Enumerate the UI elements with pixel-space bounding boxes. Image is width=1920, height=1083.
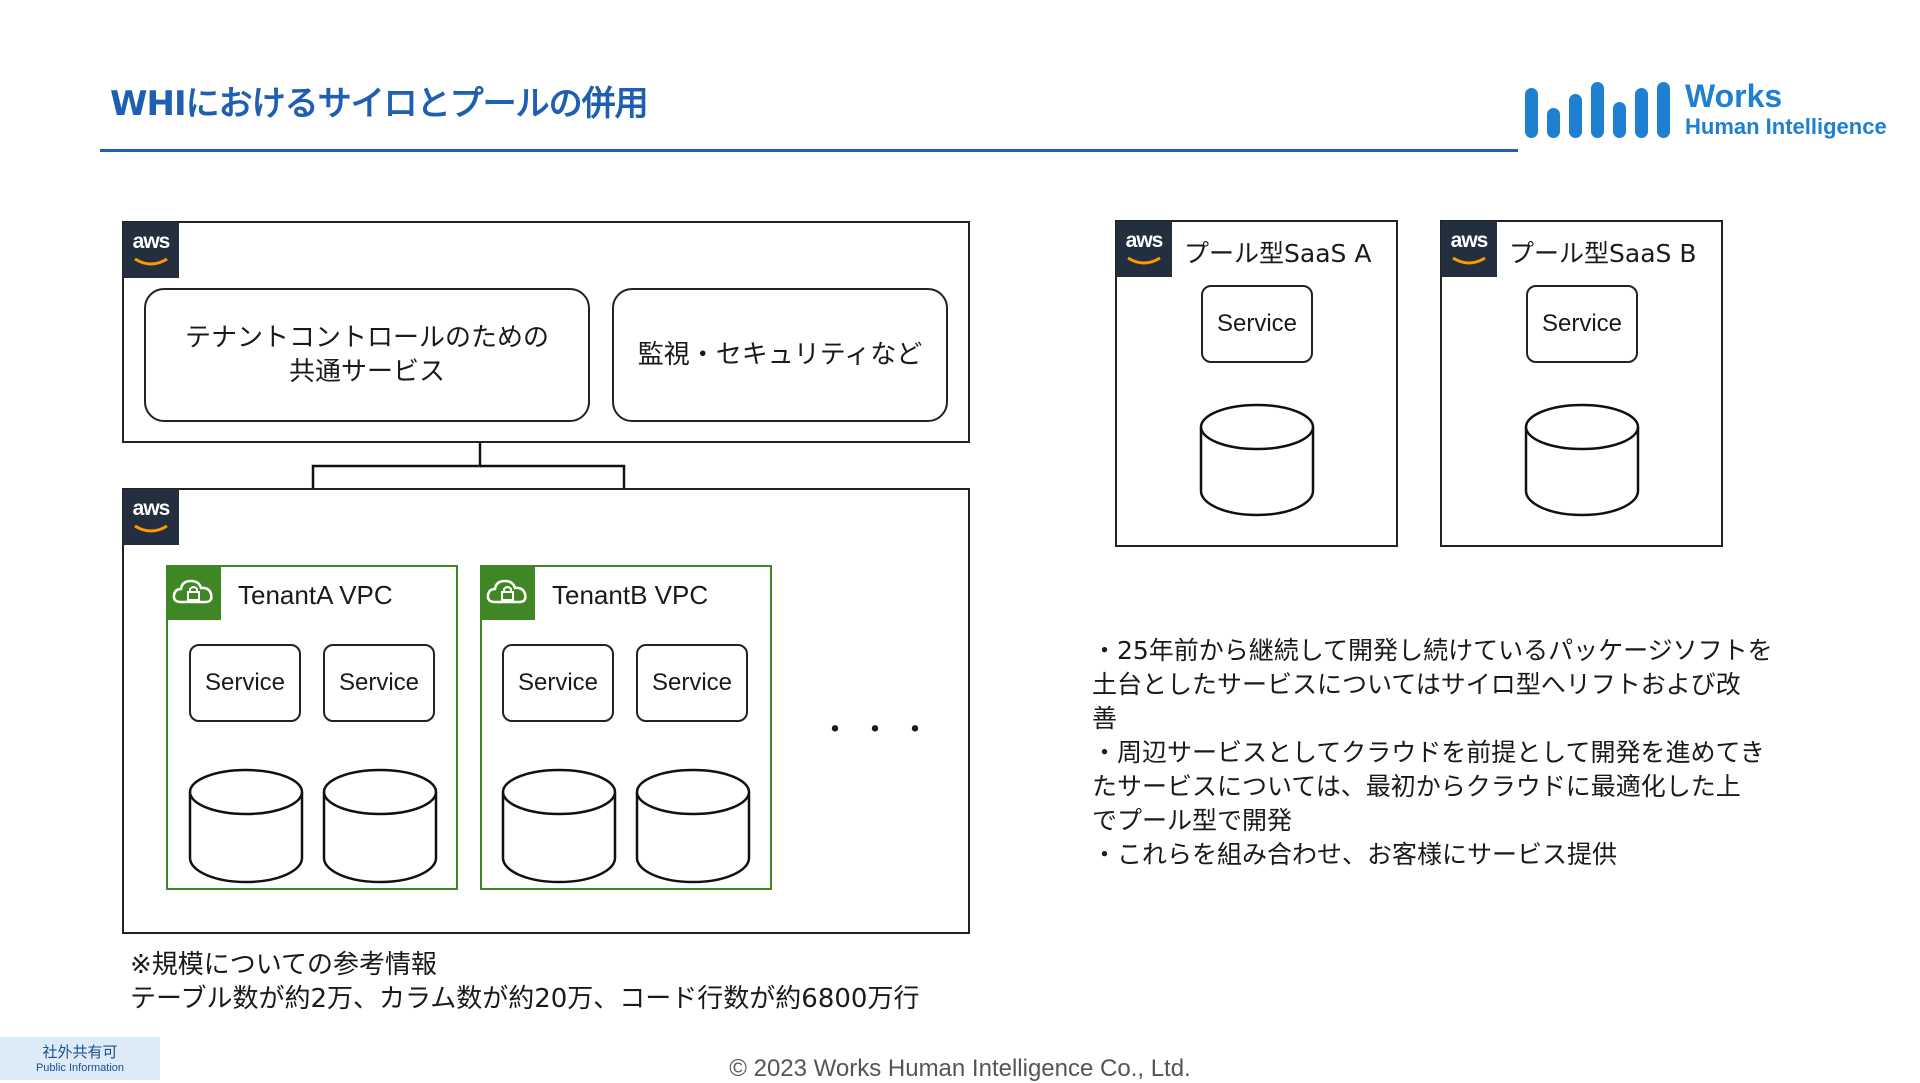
- tenant-b-service-2: Service: [636, 644, 748, 722]
- monitoring-label: 監視・セキュリティなど: [637, 340, 923, 370]
- tenant-a-service-2: Service: [323, 644, 435, 722]
- aws-badge-text: aws: [1125, 229, 1164, 252]
- aws-badge-control: aws: [123, 222, 179, 278]
- tenant-b-vpc-label: TenantB VPC: [552, 580, 709, 610]
- logo-word-hi: Human Intelligence: [1685, 114, 1887, 139]
- aws-smile-icon: [1452, 256, 1486, 265]
- public-info-ja: 社外共有可: [42, 1043, 118, 1061]
- monitoring-box: 監視・セキュリティなど: [612, 288, 948, 422]
- scale-note: ※規模についての参考情報 テーブル数が約2万、カラム数が約20万、コード行数が約…: [130, 948, 919, 1016]
- bullet-line: でプール型で開発: [1092, 806, 1293, 835]
- database-icon: [635, 768, 751, 884]
- note-line: テーブル数が約2万、カラム数が約20万、コード行数が約6800万行: [130, 984, 920, 1014]
- bullet-line: たサービスについては、最初からクラウドに最適化した上: [1092, 772, 1741, 801]
- database-icon: [322, 768, 438, 884]
- database-icon: [1199, 403, 1315, 517]
- tenant-a-vpc-label: TenantA VPC: [238, 580, 393, 610]
- bullet-line: ・25年前から継続して開発し続けているパッケージソフトを: [1092, 636, 1773, 665]
- aws-smile-icon: [134, 257, 168, 266]
- aws-badge-pool-a: aws: [1116, 221, 1172, 277]
- logo-bars-icon: [1525, 76, 1685, 138]
- more-tenants-ellipsis: ・・・: [820, 713, 940, 748]
- bullet-line: 善: [1092, 704, 1118, 733]
- aws-badge-text: aws: [132, 230, 171, 253]
- vpc-cloud-lock-icon: [167, 566, 221, 620]
- bullet-line: ・周辺サービスとしてクラウドを前提として開発を進めてき: [1092, 738, 1765, 767]
- aws-smile-icon: [134, 524, 168, 533]
- pool-b-service: Service: [1526, 285, 1638, 363]
- public-info-badge: 社外共有可 Public Information: [0, 1037, 160, 1080]
- tenant-b-service-1: Service: [502, 644, 614, 722]
- title-underline: [100, 149, 1518, 152]
- copyright-footer: © 2023 Works Human Intelligence Co., Ltd…: [729, 1055, 1191, 1082]
- bullet-text: ・25年前から継続して開発し続けているパッケージソフトを 土台としたサービスにつ…: [1092, 634, 1792, 872]
- common-services-line1: テナントコントロールのための: [184, 323, 549, 353]
- note-line: ※規模についての参考情報: [130, 950, 438, 980]
- pool-saas-b-label: プール型SaaS B: [1509, 239, 1697, 268]
- aws-badge-tenants: aws: [123, 489, 179, 545]
- bullet-line: ・これらを組み合わせ、お客様にサービス提供: [1092, 840, 1618, 869]
- database-icon: [501, 768, 617, 884]
- tenant-a-service-1: Service: [189, 644, 301, 722]
- bullet-line: 土台としたサービスについてはサイロ型へリフトおよび改: [1092, 670, 1741, 699]
- public-info-en: Public Information: [35, 1062, 125, 1074]
- database-icon: [1524, 403, 1640, 517]
- common-services-box: テナントコントロールのための 共通サービス: [144, 288, 590, 422]
- page-title: WHIにおけるサイロとプールの併用: [110, 84, 649, 124]
- common-services-line2: 共通サービス: [288, 357, 445, 387]
- aws-badge-text: aws: [1450, 229, 1489, 252]
- aws-smile-icon: [1127, 256, 1161, 265]
- vpc-cloud-lock-icon: [481, 566, 535, 620]
- logo-word-works: Works: [1685, 78, 1783, 114]
- aws-badge-pool-b: aws: [1441, 221, 1497, 277]
- pool-a-service: Service: [1201, 285, 1313, 363]
- works-logo: Works Human Intelligence: [1525, 76, 1905, 139]
- database-icon: [188, 768, 304, 884]
- aws-badge-text: aws: [132, 497, 171, 520]
- pool-saas-a-label: プール型SaaS A: [1184, 239, 1372, 268]
